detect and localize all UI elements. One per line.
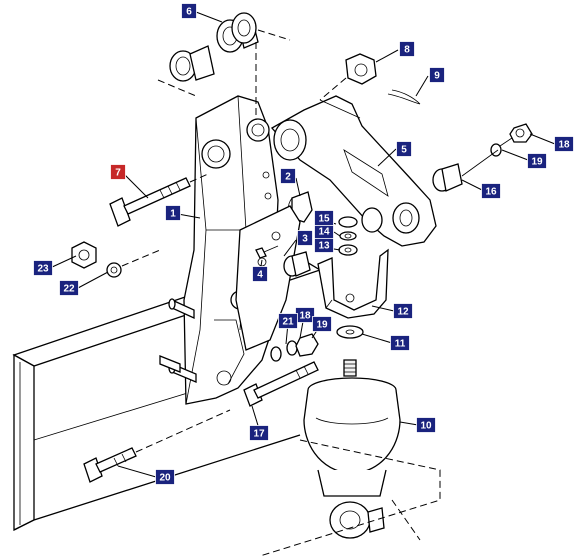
small-bolt [255,245,279,259]
callout-box [312,316,332,332]
callout-18[interactable]: 18 [295,307,315,323]
callout-17[interactable]: 17 [249,425,269,441]
callout-box [249,425,269,441]
callout-box [297,230,313,246]
air-spring-bracket [317,248,389,319]
callout-box [416,417,436,433]
callout-number: 22 [63,284,75,295]
callout-box [110,164,126,180]
callout-box [390,335,410,351]
callout-labels: 1234567891011121314151617181918192021222… [33,3,574,485]
bolt-20 [83,409,231,483]
callout-number: 9 [434,71,440,82]
callout-number: 19 [531,157,543,168]
callout-13[interactable]: 13 [314,237,334,253]
washer-11 [336,325,364,339]
callout-18[interactable]: 18 [554,136,574,152]
callout-number: 20 [159,473,171,484]
callout-box [396,141,412,157]
spacer [283,251,311,277]
long-bolt [109,173,209,227]
callout-number: 5 [401,145,407,156]
callout-box [280,168,296,184]
bushings [157,12,291,120]
callout-box [278,313,298,329]
callout-3[interactable]: 3 [297,230,313,246]
callout-box [165,205,181,221]
callout-number: 1 [170,209,176,220]
callout-4[interactable]: 4 [252,266,268,282]
callout-box [155,469,175,485]
callout-number: 17 [253,429,265,440]
callout-16[interactable]: 16 [481,183,501,199]
callout-box [527,153,547,169]
castle-nut [319,53,421,105]
callout-20[interactable]: 20 [155,469,175,485]
callout-15[interactable]: 15 [314,210,334,226]
lever-arm [270,95,437,247]
callout-8[interactable]: 8 [399,41,415,57]
pivot-hardware [432,123,533,192]
callout-number: 4 [257,270,263,281]
callout-box [393,303,413,319]
callout-box [481,183,501,199]
callout-number: 8 [404,45,410,56]
callout-number: 14 [318,227,330,238]
callout-19[interactable]: 19 [312,316,332,332]
callout-box [399,41,415,57]
lower-bolt [243,333,319,407]
callout-2[interactable]: 2 [280,168,296,184]
callout-box [314,210,334,226]
frame-studs [159,298,197,383]
inner-plate [235,205,301,351]
callout-box [429,67,445,83]
callout-number: 18 [299,311,311,322]
callout-5[interactable]: 5 [396,141,412,157]
callout-number: 12 [397,307,409,318]
callout-10[interactable]: 10 [416,417,436,433]
callout-number: 18 [558,140,570,151]
callout-22[interactable]: 22 [59,280,79,296]
callout-number: 23 [37,264,49,275]
callout-1[interactable]: 1 [165,205,181,221]
callout-box [33,260,53,276]
callout-number: 2 [285,172,291,183]
callout-number: 10 [420,421,432,432]
callout-6[interactable]: 6 [181,3,197,19]
callout-box [554,136,574,152]
callout-number: 13 [318,241,330,252]
line-art [12,11,556,557]
callout-number: 11 [395,339,406,350]
callout-7[interactable]: 7 [110,164,126,180]
callout-9[interactable]: 9 [429,67,445,83]
callout-11[interactable]: 11 [390,335,410,351]
callout-number: 7 [115,168,121,179]
callout-number: 16 [485,187,497,198]
callout-19[interactable]: 19 [527,153,547,169]
callout-box [59,280,79,296]
air-spring [259,359,441,557]
callout-21[interactable]: 21 [278,313,298,329]
nut-stack [338,216,358,256]
callout-number: 15 [318,214,330,225]
callout-12[interactable]: 12 [393,303,413,319]
callout-number: 21 [282,317,294,328]
callout-box [252,266,268,282]
callout-box [181,3,197,19]
nut-23-washer-22 [71,241,161,278]
callout-number: 3 [302,234,308,245]
callout-number: 19 [316,320,328,331]
callout-number: 6 [186,7,192,18]
callout-23[interactable]: 23 [33,260,53,276]
